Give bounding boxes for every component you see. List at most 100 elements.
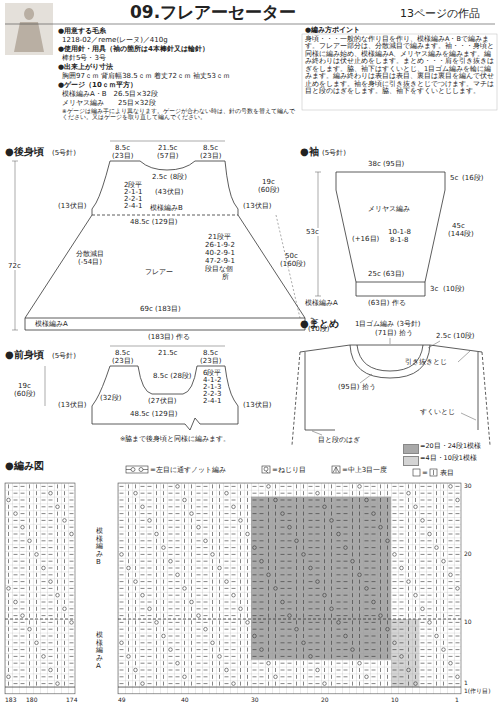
stitch-mark	[36, 573, 37, 577]
stitch-mark	[260, 608, 264, 609]
stitch-mark	[163, 498, 164, 502]
stitch-mark	[225, 540, 229, 541]
stitch-mark	[274, 675, 278, 679]
stitch-mark	[449, 506, 453, 507]
stitch-mark	[316, 622, 320, 623]
stitch-mark	[197, 588, 201, 589]
stitch-mark	[14, 574, 18, 575]
stitch-mark	[204, 636, 208, 637]
stitch-mark	[260, 513, 264, 514]
stitch-mark	[42, 622, 46, 623]
stitch-mark	[219, 518, 220, 522]
stitch-mark	[380, 498, 381, 502]
stitch-mark	[296, 532, 297, 536]
stitch-mark	[288, 500, 292, 501]
chart-grid	[118, 483, 461, 694]
stitch-mark	[8, 512, 9, 516]
stitch-mark	[148, 568, 152, 569]
stitch-mark	[428, 670, 432, 671]
stitch-mark	[163, 484, 164, 488]
stitch-mark	[191, 661, 192, 665]
stitch-mark	[148, 493, 152, 494]
leader-lines	[312, 338, 476, 435]
stitch-mark	[204, 649, 208, 650]
stitch-mark	[184, 552, 185, 556]
stitch-mark	[225, 534, 229, 535]
stitch-mark	[380, 675, 381, 679]
stitch-mark	[380, 539, 381, 543]
stitch-mark	[120, 527, 124, 528]
stitch-mark	[184, 620, 185, 624]
stitch-mark	[296, 552, 297, 556]
stitch-mark	[135, 641, 136, 645]
stitch-mark	[7, 498, 11, 502]
stitch-mark	[204, 622, 208, 623]
stitch-mark	[128, 498, 129, 502]
stitch-mark	[428, 493, 432, 494]
stitch-mark	[232, 588, 236, 589]
stitch-mark	[408, 607, 409, 611]
stitch-mark	[141, 676, 145, 677]
stitch-mark	[344, 493, 348, 494]
label: 胸囲97ｃｍ 背肩幅38.5ｃｍ 着丈72ｃｍ 袖丈53ｃｍ	[62, 72, 230, 80]
stitch-mark	[281, 506, 285, 507]
stitch-mark	[324, 634, 325, 638]
stitch-mark	[275, 512, 276, 516]
stitch-mark	[204, 554, 208, 555]
stitch-mark	[14, 500, 18, 501]
stitch-mark	[408, 682, 409, 686]
stitch-mark	[449, 615, 453, 616]
stitch-mark	[232, 513, 236, 514]
stitch-mark	[456, 663, 460, 664]
stitch-mark	[344, 581, 348, 582]
stitch-mark	[296, 593, 297, 597]
stitch-mark	[415, 518, 416, 522]
stitch-mark	[190, 600, 194, 604]
stitch-mark	[212, 546, 213, 550]
stitch-mark	[456, 513, 460, 514]
stitch-mark	[359, 491, 360, 495]
stitch-mark	[324, 532, 325, 536]
stitch-mark	[135, 505, 136, 509]
stitch-mark	[380, 566, 381, 570]
stitch-mark	[436, 580, 437, 584]
stitch-mark	[225, 486, 229, 487]
stitch-mark	[225, 561, 229, 562]
stitch-mark	[428, 581, 432, 582]
stitch-mark	[260, 670, 264, 671]
label: (63目) 作る	[368, 299, 406, 307]
stitch-mark	[197, 608, 201, 609]
stitch-mark	[275, 491, 276, 495]
stitch-mark	[21, 534, 25, 535]
stitch-mark	[324, 498, 325, 502]
stitch-mark	[135, 539, 136, 543]
stitch-mark	[303, 505, 304, 509]
stitch-mark	[436, 620, 437, 624]
stitch-mark	[204, 506, 208, 507]
stitch-mark	[303, 484, 304, 488]
stitch-mark	[303, 559, 304, 563]
stitch-mark	[176, 493, 180, 494]
stitch-mark	[219, 573, 220, 577]
stitch-mark	[29, 559, 30, 563]
label: (144段)	[448, 230, 474, 238]
stitch-mark	[212, 620, 213, 624]
stitch-mark	[316, 656, 320, 657]
stitch-mark	[443, 600, 444, 604]
finishing-sketch	[292, 345, 490, 445]
stitch-mark	[324, 546, 325, 550]
stitch-mark	[387, 512, 388, 516]
stitch-mark	[191, 682, 192, 686]
stitch-mark	[359, 607, 360, 611]
stitch-mark	[408, 600, 409, 604]
stitch-mark	[240, 580, 241, 584]
stitch-mark	[267, 661, 271, 665]
stitch-mark	[21, 574, 25, 575]
stitch-mark	[260, 595, 264, 596]
stitch-mark	[232, 642, 236, 643]
stitch-mark	[268, 620, 269, 624]
stitch-mark	[268, 539, 269, 543]
stitch-mark	[247, 654, 248, 658]
stitch-mark	[288, 676, 292, 677]
stitch-mark	[449, 602, 453, 603]
